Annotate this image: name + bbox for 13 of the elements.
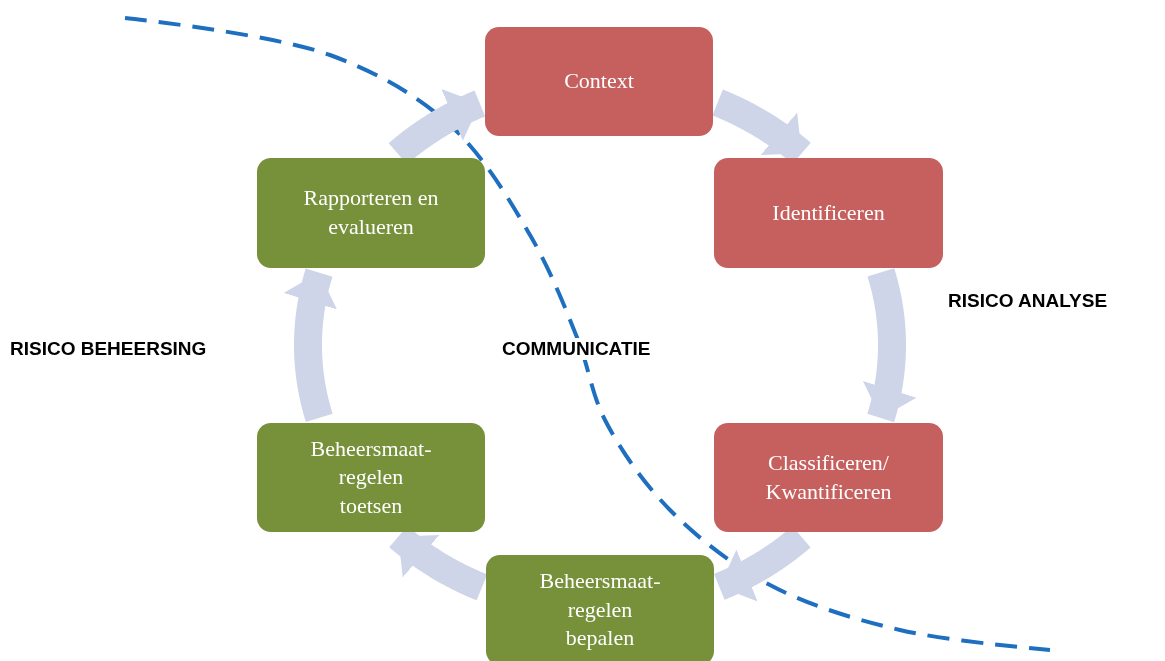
process-box [486, 555, 714, 661]
process-box [714, 158, 943, 268]
box-label: Beheersmaat- regelen toetsen [309, 434, 433, 520]
box-label: Context [564, 67, 634, 96]
process-box [257, 423, 485, 532]
process-box [257, 158, 485, 268]
box-label: Rapporteren en evalueren [302, 184, 440, 241]
box-label: Identificeren [772, 198, 885, 227]
section-label: COMMUNICATIE [502, 338, 651, 360]
box-label: Beheersmaat- regelen bepalen [538, 567, 662, 653]
process-box [485, 27, 713, 136]
process-box [714, 423, 943, 532]
box-label: Classificeren/ Kwantificeren [764, 448, 893, 506]
